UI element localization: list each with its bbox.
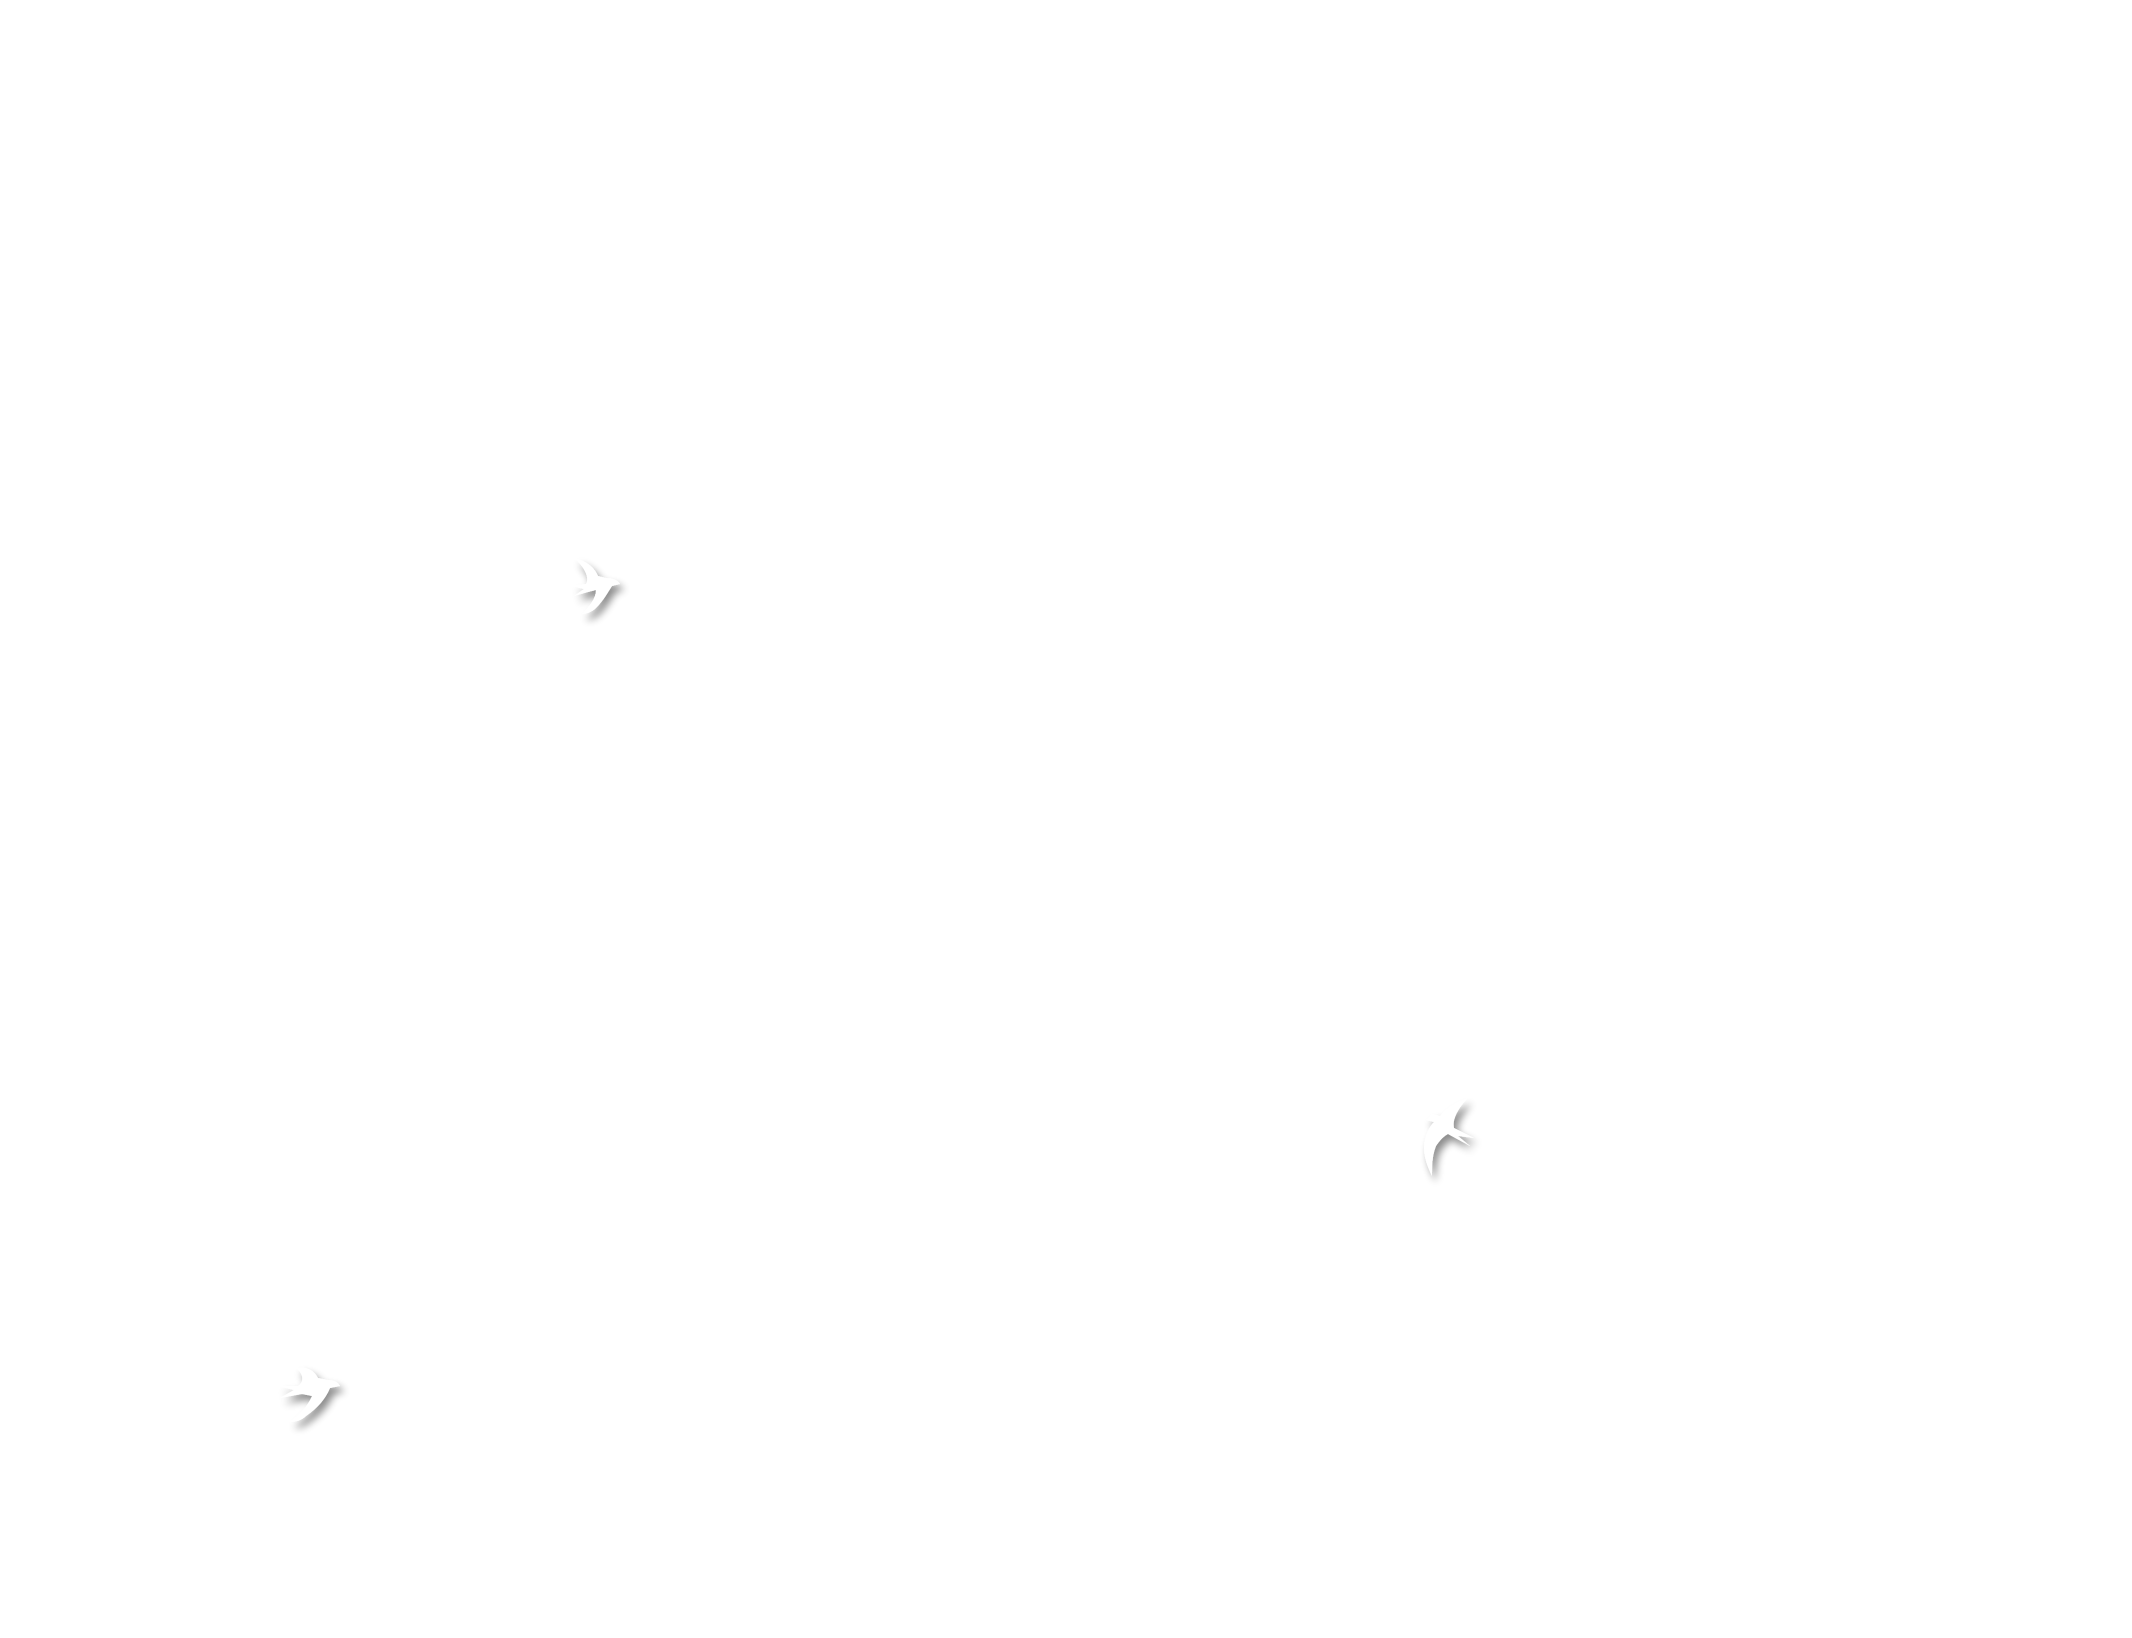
swallow-icon (568, 556, 624, 618)
swallow-icon (276, 1364, 344, 1426)
swallow-icon (1408, 1096, 1478, 1180)
